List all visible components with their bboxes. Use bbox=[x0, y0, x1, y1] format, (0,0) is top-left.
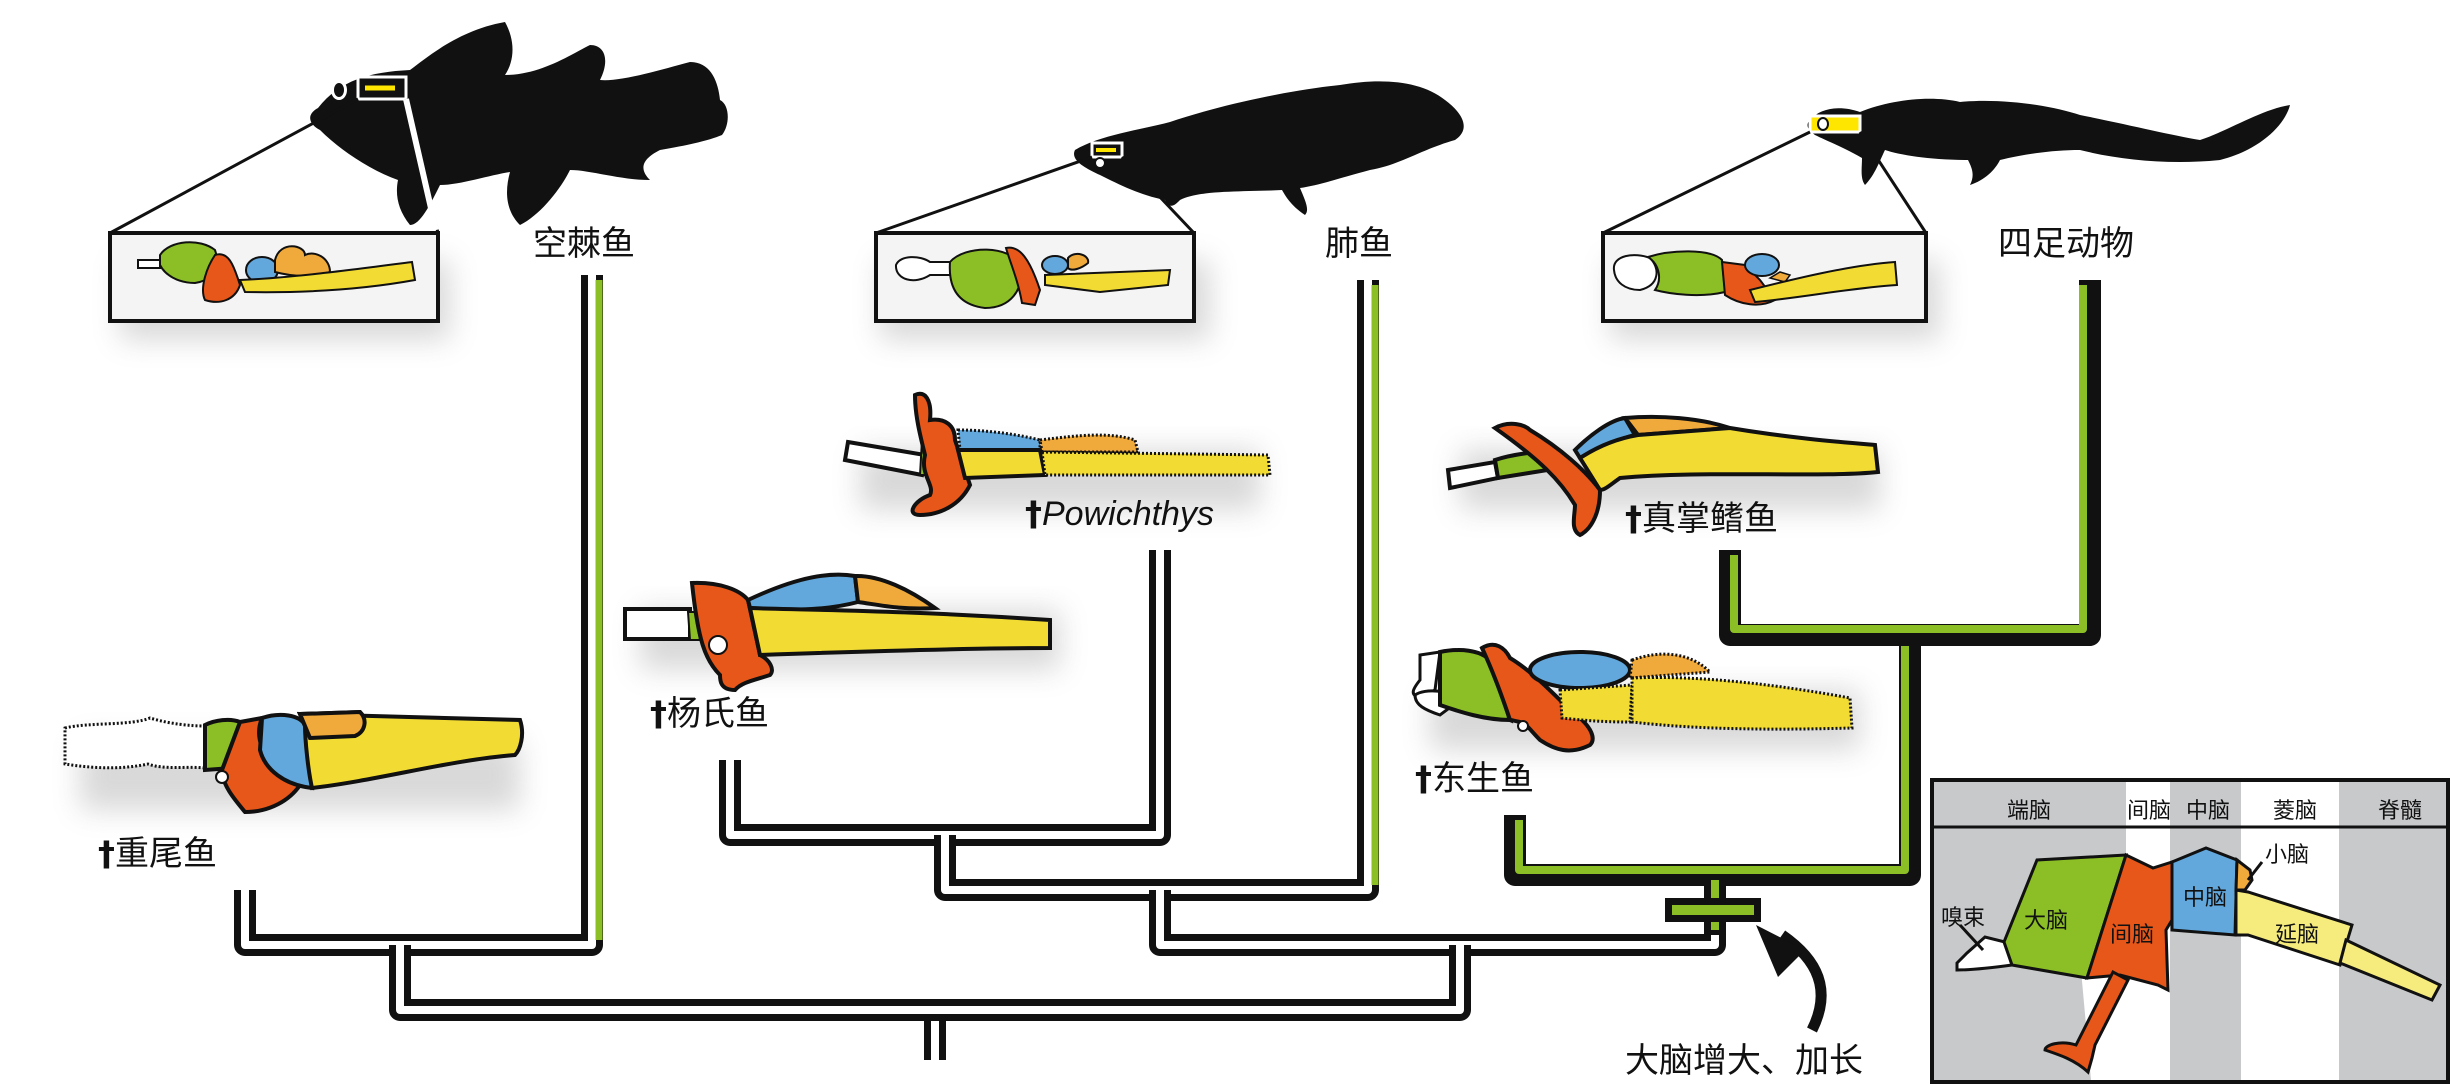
taxon-label-eusthenopteron: 真掌鳍鱼 bbox=[1642, 499, 1778, 539]
lungfish-eye bbox=[1094, 157, 1106, 169]
extinct-dagger-icon: † bbox=[1415, 759, 1432, 799]
legend-label-olfactory-tract: 嗅束 bbox=[1941, 906, 1985, 931]
taxon-label-youngolepis: 杨氏鱼 bbox=[667, 694, 769, 734]
taxon-label-tetrapod: 四足动物 bbox=[1998, 224, 2134, 264]
taxon-label-coelacanth: 空棘鱼 bbox=[533, 224, 635, 264]
synapomorphy-marker bbox=[1665, 898, 1761, 922]
annotation-arrow-icon bbox=[1756, 925, 1827, 1033]
legend-header-mesencephalon: 中脑 bbox=[2186, 799, 2230, 824]
tungsenia-endocast bbox=[1411, 642, 1854, 753]
brain-regions-legend: 端脑 间脑 中脑 菱脑 脊髓 嗅束 大脑 间脑 中脑 小脑 延脑 bbox=[1930, 778, 2450, 1084]
legend-label-cerebellum: 小脑 bbox=[2265, 843, 2309, 868]
zoom-line-highlight bbox=[403, 98, 439, 231]
svg-text:†杨氏鱼: †杨氏鱼 bbox=[650, 694, 769, 734]
eusthenopteron-endocast bbox=[1445, 414, 1881, 538]
extinct-dagger-icon: † bbox=[1625, 499, 1642, 539]
coelacanth-silhouette bbox=[310, 22, 728, 225]
svg-text:†Powichthys: †Powichthys bbox=[1025, 494, 1214, 534]
taxon-label-tungsenia: 东生鱼 bbox=[1432, 759, 1534, 799]
svg-text:†东生鱼: †东生鱼 bbox=[1415, 759, 1534, 799]
youngolepis-endocast bbox=[623, 572, 1052, 693]
tetrapod-zoom-lines bbox=[1602, 130, 1928, 235]
annotation-label: 大脑增大、加长 bbox=[1625, 1041, 1863, 1081]
fossil-taxa-labels: †重尾鱼 †杨氏鱼 †Powichthys †真掌鳍鱼 †东生鱼 bbox=[98, 494, 1778, 874]
branch-dipterus-coelacanth bbox=[234, 275, 603, 1005]
lungfish-brain-panel bbox=[874, 231, 1196, 323]
lungfish-silhouette bbox=[1074, 81, 1464, 215]
tetrapod-eye bbox=[1817, 117, 1829, 131]
dipterus-endocast bbox=[63, 709, 525, 815]
branch-osteolepiform-node bbox=[1149, 890, 1726, 1005]
legend-label-medulla: 延脑 bbox=[2275, 923, 2319, 948]
legend-label-cerebrum: 大脑 bbox=[2024, 909, 2068, 934]
legend-header-diencephalon: 间脑 bbox=[2127, 799, 2171, 824]
tetrapod-silhouette bbox=[1807, 98, 2290, 185]
extinct-dagger-icon: † bbox=[1025, 494, 1042, 534]
legend-header-spinal-cord: 脊髓 bbox=[2378, 799, 2422, 824]
extinct-dagger-icon: † bbox=[650, 694, 667, 734]
tetrapod-brain-panel bbox=[1601, 231, 1928, 323]
branch-basal-node bbox=[389, 960, 1471, 1021]
legend-header-telencephalon: 端脑 bbox=[2007, 799, 2051, 824]
legend-label-diencephalon: 间脑 bbox=[2110, 923, 2154, 948]
svg-text:†重尾鱼: †重尾鱼 bbox=[98, 834, 217, 874]
taxon-label-dipterus: 重尾鱼 bbox=[115, 834, 217, 874]
cladogram bbox=[234, 275, 2101, 1060]
taxon-label-powichthys: Powichthys bbox=[1042, 495, 1214, 533]
powichthys-endocast bbox=[842, 391, 1272, 518]
taxon-label-lungfish: 肺鱼 bbox=[1325, 224, 1393, 264]
svg-text:†真掌鳍鱼: †真掌鳍鱼 bbox=[1625, 499, 1778, 539]
coelacanth-brain-panel bbox=[108, 231, 440, 323]
lungfish-zoom-lines bbox=[875, 155, 1196, 235]
legend-label-midbrain: 中脑 bbox=[2183, 886, 2227, 911]
legend-header-rhombencephalon: 菱脑 bbox=[2273, 799, 2317, 824]
living-taxa-labels: 空棘鱼 肺鱼 四足动物 bbox=[533, 224, 2134, 264]
extinct-dagger-icon: † bbox=[98, 834, 115, 874]
